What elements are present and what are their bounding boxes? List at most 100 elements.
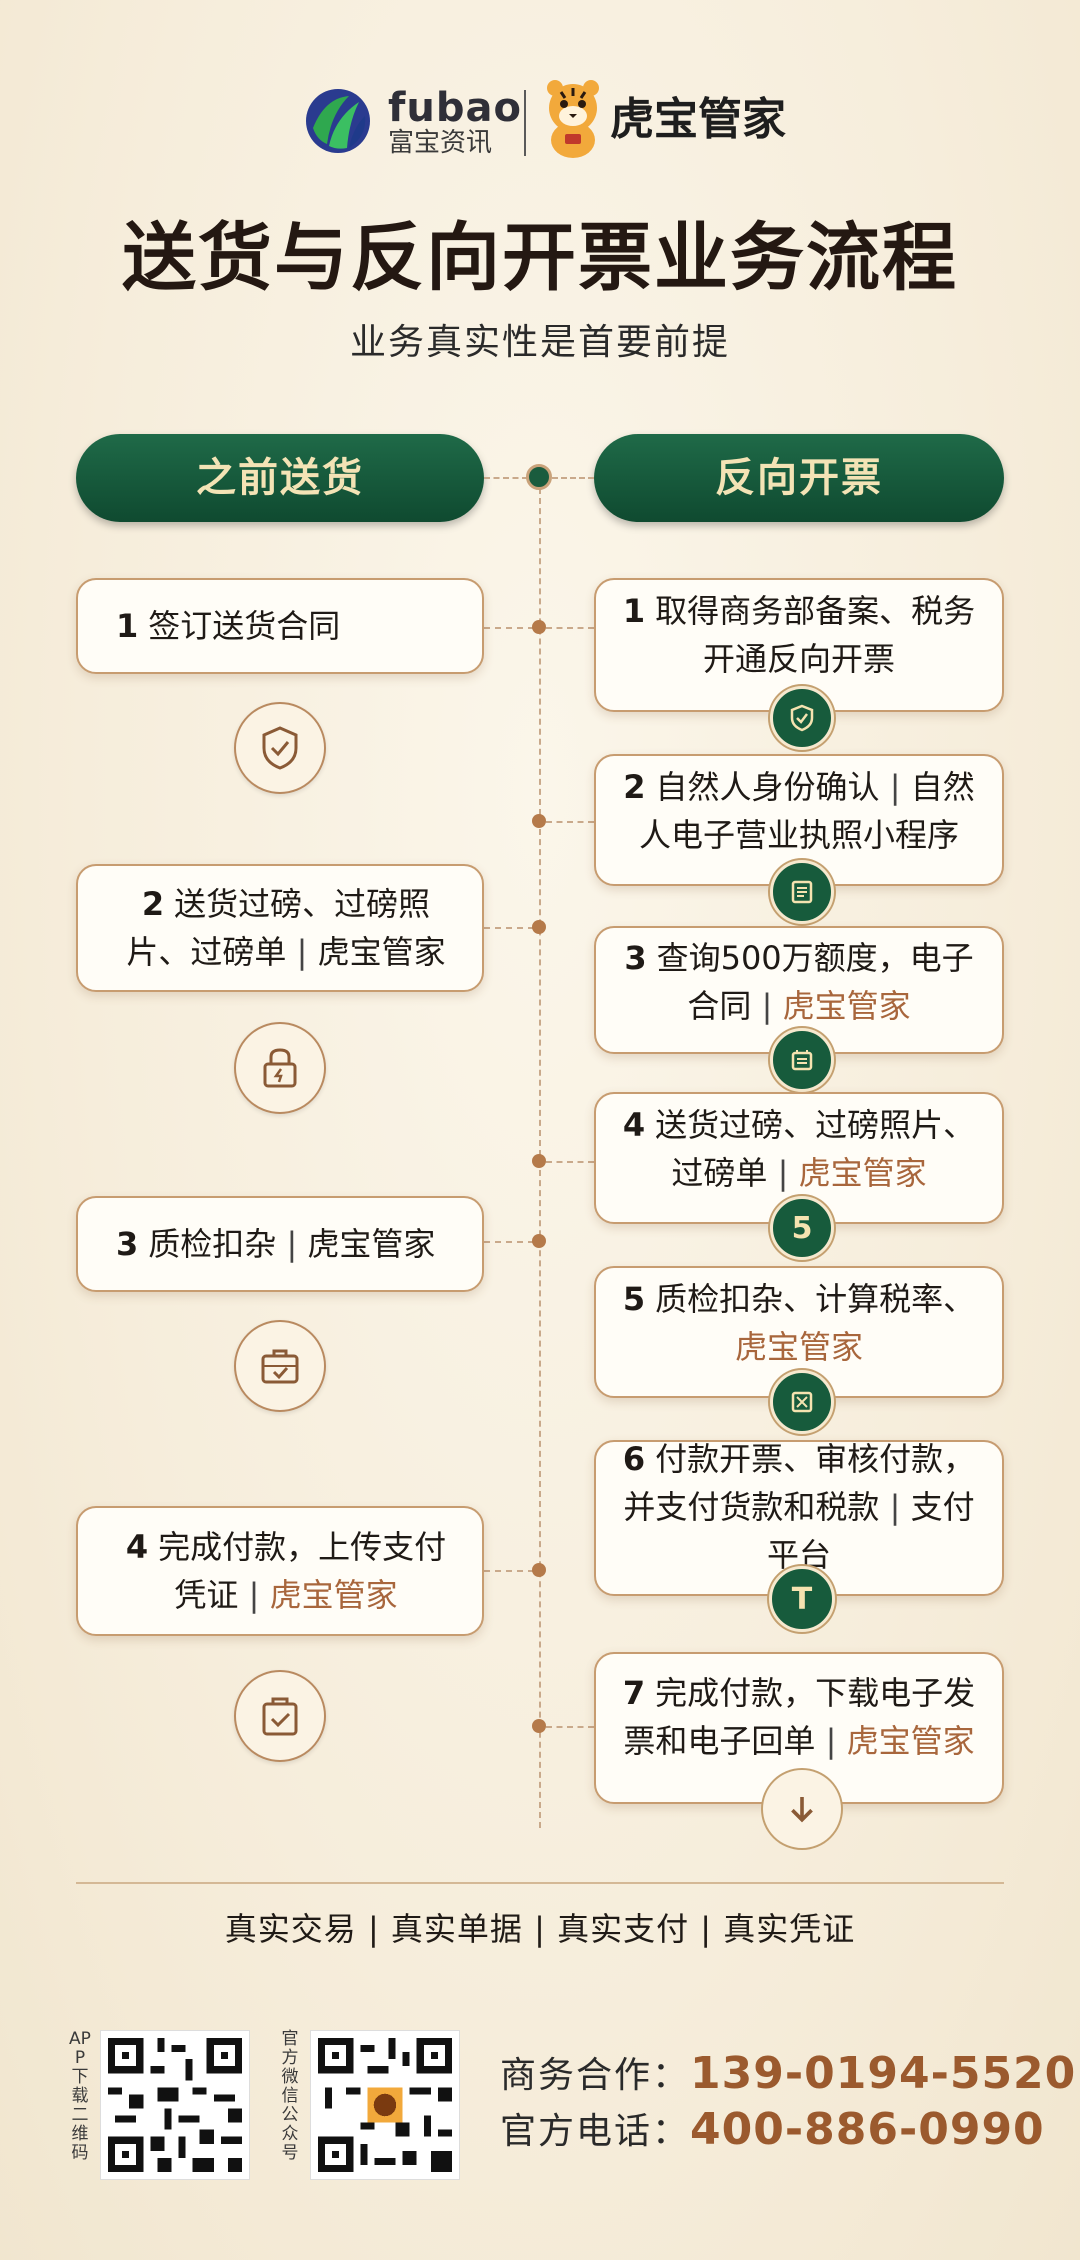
page-subtitle: 业务真实性是首要前提 [349, 322, 730, 363]
tiger-mascot-icon [541, 78, 605, 160]
connector [546, 627, 594, 629]
step-number: 7 [622, 1674, 646, 1712]
step-number: 1 [116, 607, 139, 645]
step-tag: 虎宝管家 [317, 933, 446, 971]
step-text: 完成付款，上传支付凭证 [158, 1528, 447, 1614]
shield-check-icon [770, 686, 834, 750]
step-tag: 虎宝管家 [846, 1722, 975, 1760]
step-text: 送货过磅、过磅照片、过磅单 [655, 1106, 976, 1192]
connector [484, 1570, 534, 1572]
step-badge: T [769, 1566, 835, 1632]
separator: | [286, 1225, 298, 1263]
step-number: 4 [125, 1528, 149, 1566]
brand-divider [524, 90, 526, 156]
pillar: 真实支付 [557, 1910, 690, 1948]
separator: | [367, 1910, 380, 1948]
contact-official-label: 官方电话： [500, 2111, 691, 2152]
step-number: 5 [622, 1280, 646, 1318]
step-tag: 虎宝管家 [782, 987, 911, 1025]
step-text: 质检扣杂、计算税率、 [655, 1280, 976, 1318]
qr-wechat-official[interactable] [310, 2030, 460, 2180]
connector [484, 1241, 534, 1243]
connector [484, 927, 534, 929]
step-number: 1 [622, 592, 646, 630]
timeline-dot [532, 620, 546, 634]
step-text-2: 自然人电子营业执照小程序 [638, 768, 975, 854]
connector [546, 1726, 594, 1728]
separator: | [534, 1910, 546, 1948]
timeline-knob [526, 464, 552, 490]
step-text: 付款开票、审核付款，并支付货款和税款 [623, 1440, 976, 1526]
separator: | [700, 1910, 713, 1948]
brand-fubao-en: fubao [388, 85, 522, 131]
contact-official-phone[interactable]: 400-886-0990 [690, 2104, 1045, 2155]
separator: | [889, 1488, 901, 1526]
step-tag: 虎宝管家 [307, 1225, 436, 1263]
step-number: 3 [116, 1225, 139, 1263]
brand-fubao-cn: 富宝资讯 [388, 128, 493, 158]
footer-divider [76, 1882, 1004, 1884]
left-column-heading: 之前送货 [76, 434, 484, 522]
qr-app-download[interactable] [100, 2030, 250, 2180]
step-text: 自然人身份确认 [655, 768, 880, 806]
contact-business-label: 商务合作： [500, 2055, 691, 2096]
invoice-icon [770, 1370, 834, 1434]
pillar: 真实单据 [390, 1910, 523, 1948]
timeline-dot [532, 920, 546, 934]
timeline-dot [532, 1234, 546, 1248]
separator: | [761, 987, 773, 1025]
step-tag: 虎宝管家 [269, 1576, 398, 1614]
id-card-icon [770, 860, 834, 924]
step-text: 查询500万额度，电子合同 [656, 939, 974, 1025]
page-title: 送货与反向开票业务流程 [122, 215, 958, 301]
connector [484, 477, 528, 479]
timeline-dot [532, 1563, 546, 1577]
briefcase-check-icon [234, 1320, 326, 1412]
fubao-logo-icon [305, 88, 371, 154]
separator: | [777, 1154, 789, 1192]
separator: | [825, 1722, 837, 1760]
right-column-heading: 反向开票 [594, 434, 1004, 522]
step-tag: 虎宝管家 [798, 1154, 927, 1192]
arrow-down-icon [763, 1770, 841, 1848]
step-number: 2 [623, 768, 646, 806]
truth-pillars: 真实交易 | 真实单据 | 真实支付 | 真实凭证 [0, 1902, 1080, 1956]
step-text: 取得商务部备案、税务开通反向开票 [655, 592, 976, 678]
connector [546, 821, 594, 823]
brand-hubao: 虎宝管家 [610, 94, 786, 145]
step-badge: 5 [770, 1196, 834, 1260]
separator: | [889, 768, 901, 806]
step-text: 签订送货合同 [148, 607, 341, 645]
center-timeline [539, 478, 541, 1828]
timeline-dot [532, 1719, 546, 1733]
step-number: 2 [141, 885, 165, 923]
clipboard-check-icon [234, 1670, 326, 1762]
shield-check-icon [234, 702, 326, 794]
connector [484, 627, 534, 629]
lock-icon [234, 1022, 326, 1114]
connector [546, 1161, 594, 1163]
qr-wechat-label: 官方微信公众号 [281, 2029, 299, 2163]
pillar: 真实凭证 [723, 1910, 856, 1948]
receipt-icon [770, 1028, 834, 1092]
qr-app-label: APP下载二维码 [69, 2029, 91, 2163]
pillar: 真实交易 [224, 1910, 357, 1948]
separator: | [296, 933, 308, 971]
step-text: 完成付款，下载电子发票和电子回单 [623, 1674, 976, 1760]
step-number: 3 [624, 939, 647, 977]
separator: | [248, 1576, 260, 1614]
contact-business-phone[interactable]: 139-0194-5520 [690, 2048, 1077, 2099]
connector [552, 477, 594, 479]
timeline-dot [532, 1154, 546, 1168]
timeline-dot [532, 814, 546, 828]
step-number: 4 [622, 1106, 646, 1144]
step-text: 质检扣杂 [148, 1225, 277, 1263]
step-number: 6 [622, 1440, 646, 1478]
